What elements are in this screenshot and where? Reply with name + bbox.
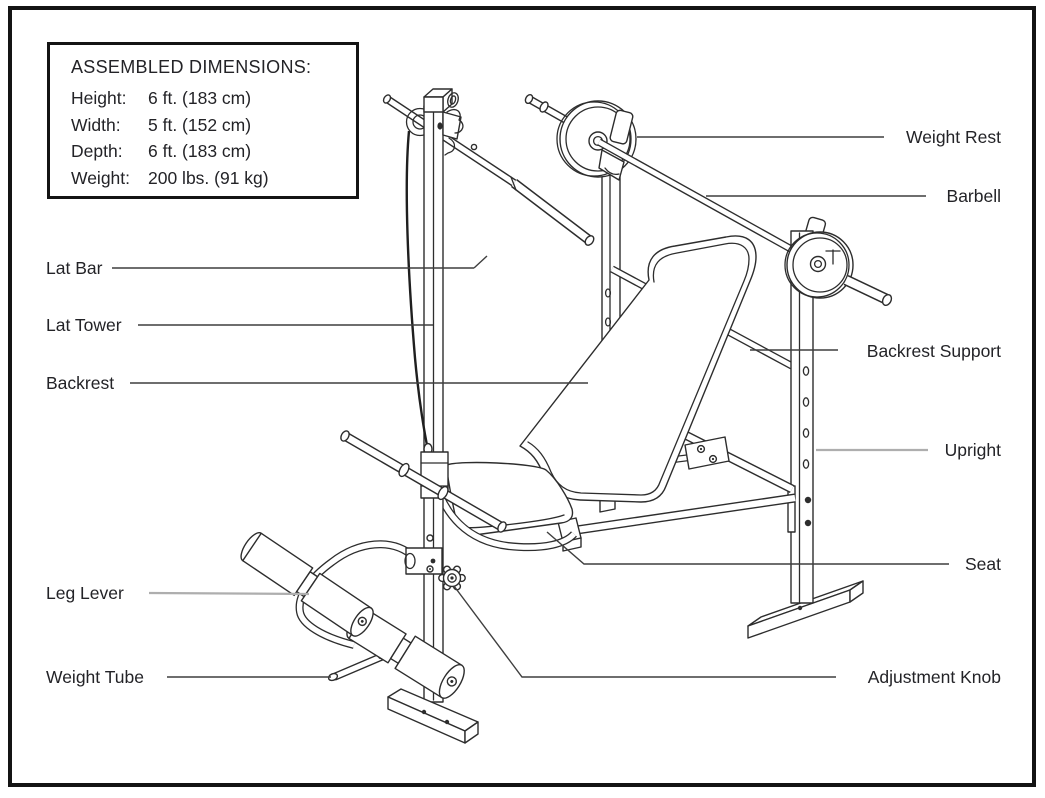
- barbell-drawing: [524, 94, 568, 124]
- dimension-label: Width:: [71, 114, 121, 135]
- dimension-label: Depth:: [71, 141, 123, 161]
- seat-frame-tube-drawing: [430, 475, 577, 552]
- dimension-row-depth: Depth: 6 ft. (183 cm): [71, 138, 346, 165]
- label-lat-bar: Lat Bar: [46, 258, 103, 278]
- dimension-value: 5 ft. (152 cm): [148, 114, 252, 135]
- right-upright-drawing: [747, 216, 864, 639]
- label-seat: Seat: [965, 554, 1001, 574]
- weight-rest-jaw-left: [598, 149, 625, 181]
- leg-lever-drawing: [240, 532, 465, 699]
- dimension-value: 200 lbs. (91 kg): [148, 167, 269, 188]
- label-leg-lever: Leg Lever: [46, 583, 124, 603]
- barbell-shaft-drawing: [597, 138, 793, 253]
- label-lat-tower: Lat Tower: [46, 315, 122, 335]
- label-weight-rest: Weight Rest: [906, 127, 1001, 147]
- weight-plate-rear-drawing: [784, 231, 893, 306]
- label-adjustment-knob: Adjustment Knob: [867, 667, 1001, 687]
- label-backrest-support: Backrest Support: [866, 341, 1001, 361]
- dimensions-title: ASSEMBLED DIMENSIONS:: [71, 57, 312, 77]
- label-barbell: Barbell: [946, 186, 1001, 206]
- dimension-label: Weight:: [71, 167, 131, 188]
- dimension-label: Height:: [71, 88, 127, 108]
- label-upright: Upright: [944, 440, 1001, 460]
- leader-lines: [112, 136, 949, 678]
- weight-rest-hook-left: [609, 109, 634, 145]
- dimension-value: 6 ft. (183 cm): [148, 88, 252, 108]
- dimension-row-height: Height: 6 ft. (183 cm): [71, 85, 346, 112]
- dimension-value: 6 ft. (183 cm): [148, 141, 252, 161]
- left-upright-drawing: [601, 171, 621, 346]
- lat-bar-drawing: [382, 94, 595, 246]
- label-weight-tube: Weight Tube: [46, 667, 144, 687]
- label-backrest: Backrest: [46, 373, 115, 393]
- dimension-row-width: Width: 5 ft. (152 cm): [71, 112, 346, 139]
- assembled-dimensions-box: ASSEMBLED DIMENSIONS: Height: 6 ft. (183 …: [47, 42, 359, 199]
- dimension-row-weight: Weight: 200 lbs. (91 kg): [71, 165, 346, 192]
